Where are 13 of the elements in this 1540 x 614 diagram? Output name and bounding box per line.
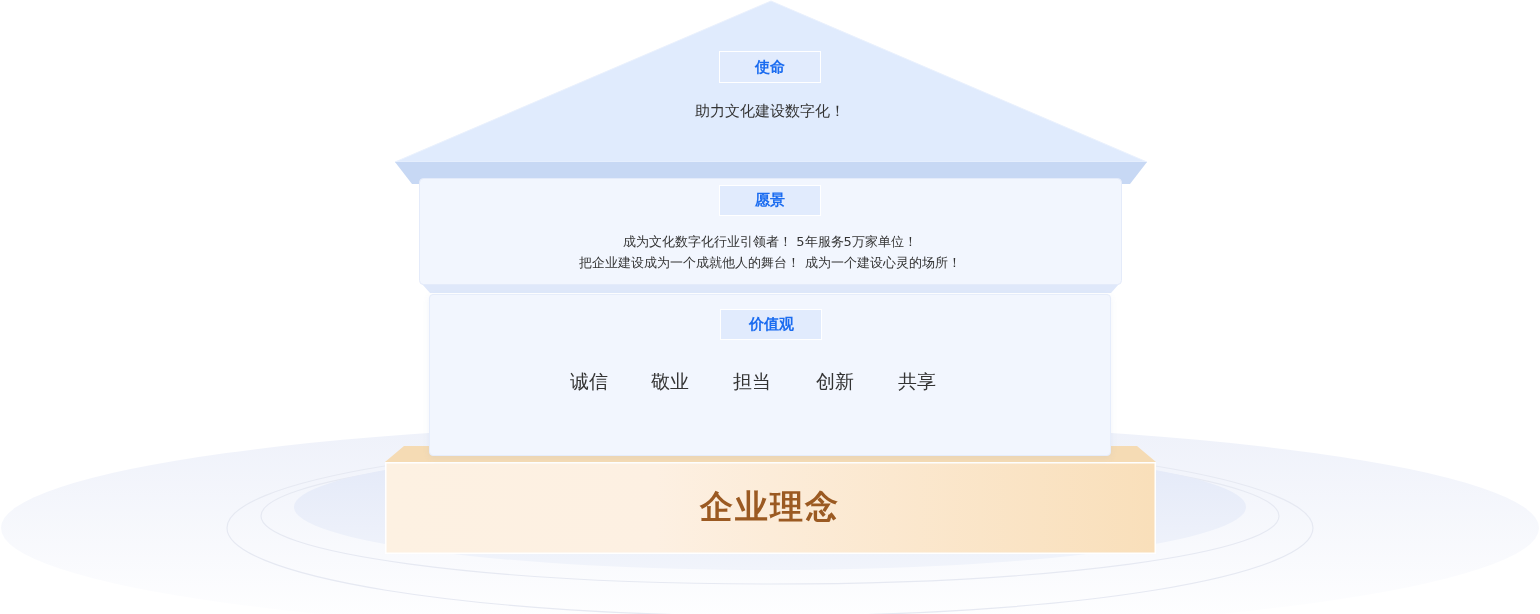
values-panel — [429, 294, 1111, 456]
value-word: 担当 — [733, 370, 771, 394]
vision-text: 把企业建设成为一个成就他人的舞台！ 成为一个建设心灵的场所！ — [579, 254, 961, 272]
value-word: 敬业 — [651, 370, 689, 394]
vision-text: 成为文化数字化行业引领者！ 5年服务5万家单位！ — [623, 233, 917, 251]
base-title: 企业理念 — [700, 486, 840, 528]
section-tag: 使命 — [719, 51, 821, 83]
section-tag: 愿景 — [719, 185, 821, 216]
section-tag: 价值观 — [720, 309, 822, 340]
value-word: 共享 — [898, 370, 936, 394]
mission-text: 助力文化建设数字化！ — [695, 101, 845, 121]
value-word: 诚信 — [570, 370, 608, 394]
value-word: 创新 — [816, 370, 854, 394]
